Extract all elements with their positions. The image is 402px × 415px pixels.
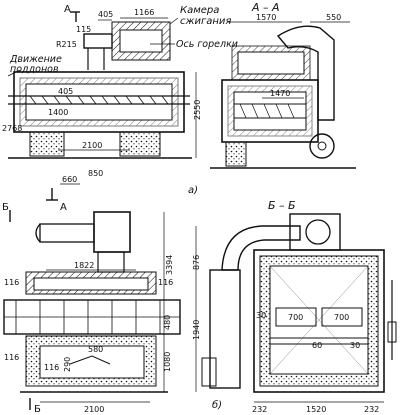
burner-pipe xyxy=(83,33,113,49)
dim-2768: 2768 xyxy=(2,124,22,133)
dim-116-right-top: 116 xyxy=(158,278,173,287)
dim-232-left: 232 xyxy=(252,405,267,414)
dim-580: 580 xyxy=(88,345,103,354)
dim-550: 550 xyxy=(326,13,341,22)
dim-232-right: 232 xyxy=(364,405,379,414)
dim-2100-bottom: 2100 xyxy=(84,405,104,414)
dim-116-left-bottom: 116 xyxy=(4,353,19,362)
dim-1940: 1940 xyxy=(192,320,201,340)
movement-label: Движение xyxy=(9,54,62,65)
dim-2550: 2550 xyxy=(193,100,202,120)
section-bb-title: Б – Б xyxy=(268,199,296,212)
dim-30-left: 30 xyxy=(256,311,266,320)
fan-motor xyxy=(309,133,335,159)
section-mark-b-bottom: Б xyxy=(34,404,41,415)
dim-3394: 3394 xyxy=(165,255,174,275)
dim-30-right: 30 xyxy=(350,341,360,350)
dim-115: 115 xyxy=(76,25,91,34)
dim-480: 480 xyxy=(163,315,172,330)
section-mark-b-left: Б xyxy=(2,202,9,213)
view-bb-section xyxy=(195,213,397,403)
pallet-track xyxy=(8,95,190,105)
bb-body xyxy=(253,249,385,393)
dim-1470: 1470 xyxy=(270,89,290,98)
view-aa-section xyxy=(210,21,356,169)
section-mark-a-top: А xyxy=(64,4,71,15)
section-body xyxy=(221,79,319,143)
dim-290: 290 xyxy=(63,357,72,372)
dim-850: 850 xyxy=(88,169,103,178)
dim-60: 60 xyxy=(312,341,322,350)
dim-700-right: 700 xyxy=(334,313,349,322)
dim-1166: 1166 xyxy=(134,8,154,17)
dim-1400: 1400 xyxy=(48,108,68,117)
support-left xyxy=(29,131,65,157)
dim-876: 876 xyxy=(192,255,201,270)
dim-1520: 1520 xyxy=(306,405,326,414)
recirc-duct xyxy=(221,225,301,271)
chimney xyxy=(209,269,241,389)
dim-1822: 1822 xyxy=(74,261,94,270)
dim-116-left-top: 116 xyxy=(4,278,19,287)
combustion-label: сжигания xyxy=(180,16,231,27)
dim-405-mid: 405 xyxy=(58,87,73,96)
dim-1080: 1080 xyxy=(163,352,172,372)
exhaust-box xyxy=(93,211,131,253)
dim-660: 660 xyxy=(62,175,77,184)
dim-r215: R215 xyxy=(56,40,77,49)
subfigure-b-label: б) xyxy=(212,399,222,411)
dim-405-top: 405 xyxy=(98,10,113,19)
kiln-body xyxy=(13,71,185,133)
subfigure-a-label: а) xyxy=(188,185,198,196)
dim-2100: 2100 xyxy=(82,141,102,150)
dim-1570: 1570 xyxy=(256,13,276,22)
view-a-elevation xyxy=(7,11,197,201)
support-right xyxy=(119,131,161,157)
view-b-elevation xyxy=(3,210,181,410)
pallets-label: поддонов xyxy=(10,64,59,75)
burner-axis-label: Ось горелки xyxy=(176,39,238,50)
chamber-label: Камера xyxy=(180,5,219,16)
dim-700-left: 700 xyxy=(288,313,303,322)
dim-116-inner: 116 xyxy=(44,363,59,372)
section-mark-a-bottom: А xyxy=(60,202,67,213)
section-aa-title: А – А xyxy=(251,1,280,14)
